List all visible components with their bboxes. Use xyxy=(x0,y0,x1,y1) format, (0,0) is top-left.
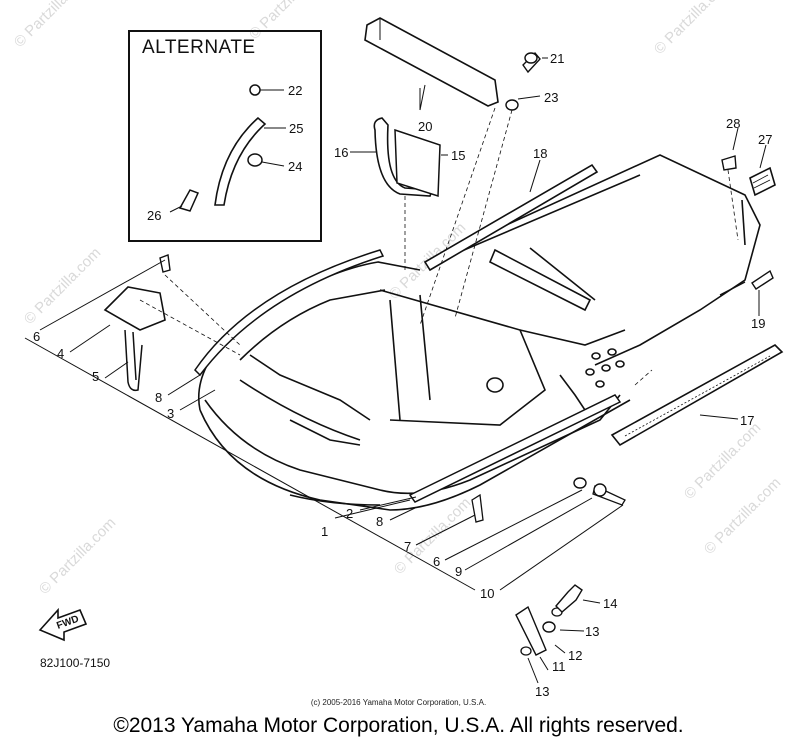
leader-lines xyxy=(24,57,767,684)
bracket-4 xyxy=(103,286,166,331)
top-cover-20 xyxy=(364,17,499,107)
handle-16 xyxy=(373,117,434,197)
washer-9 xyxy=(573,477,587,489)
callout-5: 5 xyxy=(92,369,99,384)
callout-12: 12 xyxy=(568,648,582,663)
alternate-inset: ALTERNATE xyxy=(128,30,322,242)
callout-22: 22 xyxy=(288,83,302,98)
callout-7: 7 xyxy=(404,539,411,554)
callout-21: 21 xyxy=(550,51,564,66)
callouts: 1 2 3 4 5 6 6 7 8 8 9 10 11 12 13 13 14 … xyxy=(33,51,772,699)
callout-20: 20 xyxy=(418,119,432,134)
bolt-6 xyxy=(159,254,171,273)
watermark-text: © Partzilla.com xyxy=(21,244,104,327)
callout-19: 19 xyxy=(751,316,765,331)
nut-23 xyxy=(505,99,519,111)
callout-10: 10 xyxy=(480,586,494,601)
callout-1: 1 xyxy=(321,524,328,539)
callout-16: 16 xyxy=(334,145,348,160)
callout-8: 8 xyxy=(155,390,162,405)
side-rail-18 xyxy=(423,163,599,272)
callout-3: 3 xyxy=(167,406,174,421)
callout-23: 23 xyxy=(544,90,558,105)
callout-15: 15 xyxy=(451,148,465,163)
callout-6: 6 xyxy=(433,554,440,569)
bolt-14 xyxy=(555,584,583,613)
watermark-text: © Partzilla.com xyxy=(11,0,94,51)
part-27 xyxy=(749,166,776,197)
copyright-small: (c) 2005-2016 Yamaha Motor Corporation, … xyxy=(310,698,487,707)
callout-25: 25 xyxy=(289,121,303,136)
fwd-arrow: FWD xyxy=(38,607,88,642)
strip-19 xyxy=(751,269,774,290)
plate-11 xyxy=(515,605,547,656)
washer-13-lower xyxy=(520,646,532,656)
callout-14: 14 xyxy=(603,596,617,611)
rivet-7 xyxy=(471,493,484,523)
plate-15 xyxy=(394,128,441,198)
lower-trim-strip xyxy=(408,394,622,503)
callout-27: 27 xyxy=(758,132,772,147)
watermark-text: © Partzilla.com xyxy=(36,514,119,597)
alternate-title: ALTERNATE xyxy=(142,37,256,58)
front-trim-strip xyxy=(194,249,385,377)
part-28 xyxy=(721,155,737,171)
callout-9: 9 xyxy=(455,564,462,579)
callout-18: 18 xyxy=(533,146,547,161)
u-bolt-5 xyxy=(124,329,143,392)
part-code: 82J100-7150 xyxy=(40,656,110,670)
callout-6: 6 xyxy=(33,329,40,344)
callout-13: 13 xyxy=(585,624,599,639)
watermark-text: © Partzilla.com xyxy=(681,419,764,502)
callout-13: 13 xyxy=(535,684,549,699)
collar-12 xyxy=(542,621,556,633)
dashed-guides xyxy=(139,107,739,386)
watermark-text: © Partzilla.com xyxy=(701,474,784,557)
frame-body xyxy=(198,154,761,511)
callout-2: 2 xyxy=(346,506,353,521)
watermark-text: © Partzilla.com xyxy=(246,0,329,43)
copyright-main: ©2013 Yamaha Motor Corporation, U.S.A. A… xyxy=(113,714,684,737)
watermark-text: © Partzilla.com xyxy=(651,0,734,58)
callout-26: 26 xyxy=(147,208,161,223)
callout-28: 28 xyxy=(726,116,740,131)
callout-24: 24 xyxy=(288,159,302,174)
callout-11: 11 xyxy=(552,659,566,674)
callout-8: 8 xyxy=(376,514,383,529)
callout-4: 4 xyxy=(57,346,64,361)
callout-17: 17 xyxy=(740,413,754,428)
